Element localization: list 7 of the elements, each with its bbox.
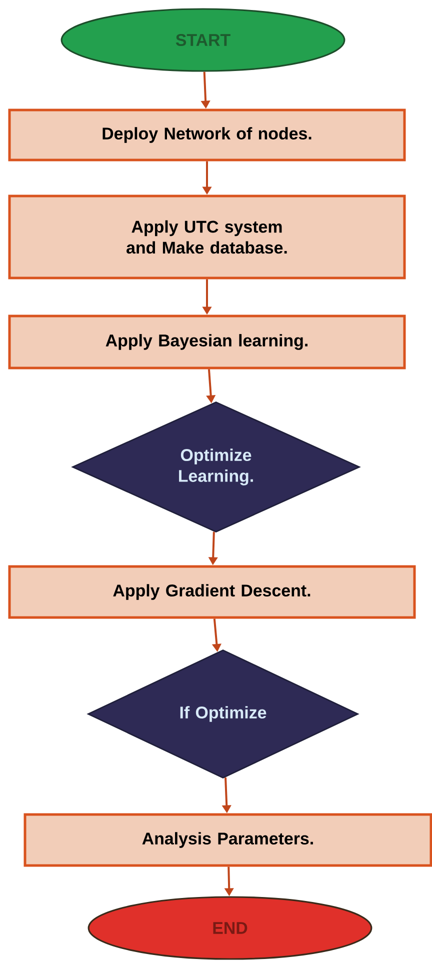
process-box: Apply Bayesian learning. (8, 314, 406, 370)
terminal-oval: END (88, 896, 372, 960)
process-box: Apply Gradient Descent. (8, 565, 416, 619)
terminal-oval: START (60, 8, 346, 72)
process-box: Analysis Parameters. (24, 813, 432, 867)
process-box: Apply UTC system and Make database. (8, 194, 406, 280)
process-box: Deploy Network of nodes. (8, 108, 406, 162)
